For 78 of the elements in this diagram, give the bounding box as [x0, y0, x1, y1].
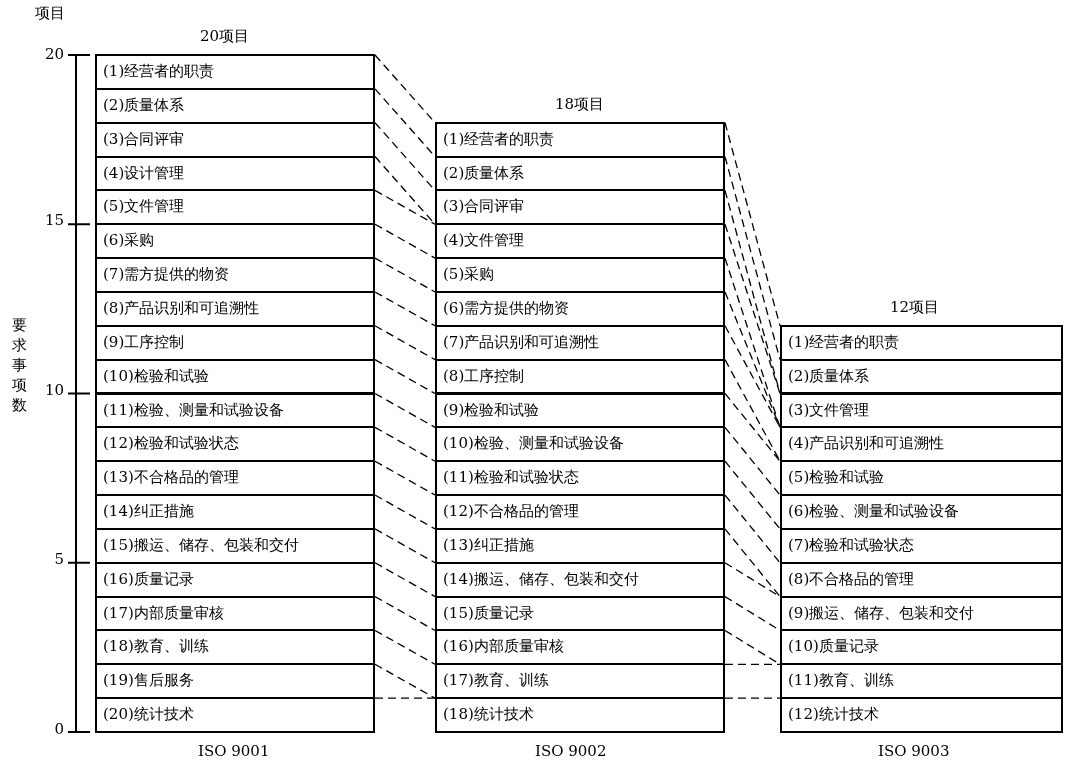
dashed-line — [374, 528, 436, 564]
item-box: (3)合同评审 — [435, 189, 725, 226]
dashed-line — [374, 223, 436, 259]
item-box: (14)搬运、储存、包装和交付 — [435, 561, 725, 598]
item-box: (2)质量体系 — [780, 358, 1063, 395]
tick-label: 0 — [53, 720, 64, 738]
tick-label: 10 — [43, 381, 64, 399]
dashed-line — [374, 325, 436, 361]
dashed-line — [374, 257, 436, 293]
tick-label: 15 — [43, 211, 64, 229]
item-box: (1)经营者的职责 — [435, 121, 725, 158]
tick-label: 5 — [53, 550, 64, 568]
item-box: (6)采购 — [95, 223, 375, 260]
item-box: (19)售后服务 — [95, 663, 375, 700]
dashed-line — [374, 629, 436, 665]
dashed-line — [374, 359, 436, 395]
dashed-line — [724, 494, 781, 564]
item-box: (1)经营者的职责 — [95, 54, 375, 90]
item-box: (9)工序控制 — [95, 324, 375, 361]
item-box: (5)检验和试验 — [780, 460, 1063, 497]
item-box: (15)搬运、储存、包装和交付 — [95, 527, 375, 564]
item-box: (7)需方提供的物资 — [95, 257, 375, 293]
axis-category: ISO 9002 — [535, 742, 607, 760]
item-box: (2)质量体系 — [95, 87, 375, 124]
column-heading: 12项目 — [890, 298, 940, 317]
item-box: (8)不合格品的管理 — [780, 561, 1063, 598]
dashed-line — [724, 392, 781, 462]
item-box: (12)不合格品的管理 — [435, 494, 725, 530]
item-box: (11)检验和试验状态 — [435, 460, 725, 497]
item-box: (12)统计技术 — [780, 697, 1063, 733]
dashed-line — [374, 291, 436, 327]
item-box: (18)教育、训练 — [95, 629, 375, 666]
item-box: (18)统计技术 — [435, 697, 725, 733]
item-box: (1)经营者的职责 — [780, 324, 1063, 361]
item-box: (10)检验和试验 — [95, 358, 375, 395]
dashed-line — [724, 663, 781, 665]
dashed-line — [724, 528, 781, 598]
item-box: (3)合同评审 — [95, 121, 375, 158]
dashed-line — [374, 663, 436, 699]
item-box: (12)检验和试验状态 — [95, 426, 375, 463]
item-box: (4)文件管理 — [435, 223, 725, 260]
item-box: (10)检验、测量和试验设备 — [435, 426, 725, 463]
axis-title: 项目 — [35, 4, 65, 23]
axis-title: 要求事项数 — [12, 315, 28, 415]
item-box: (6)检验、测量和试验设备 — [780, 494, 1063, 530]
item-box: (5)采购 — [435, 257, 725, 293]
item-box: (7)检验和试验状态 — [780, 527, 1063, 564]
dashed-line — [374, 697, 436, 699]
item-box: (13)不合格品的管理 — [95, 460, 375, 497]
item-box: (8)工序控制 — [435, 358, 725, 395]
dashed-line — [374, 595, 436, 632]
dashed-line — [724, 460, 781, 530]
item-box: (17)教育、训练 — [435, 663, 725, 700]
item-box: (20)统计技术 — [95, 697, 375, 733]
item-box: (6)需方提供的物资 — [435, 290, 725, 327]
item-box: (16)内部质量审核 — [435, 629, 725, 666]
item-box: (4)产品识别和可追溯性 — [780, 426, 1063, 463]
item-box: (5)文件管理 — [95, 189, 375, 226]
dashed-line — [374, 562, 436, 598]
item-box: (8)产品识别和可追溯性 — [95, 290, 375, 327]
dashed-line — [374, 392, 436, 428]
item-box: (7)产品识别和可追溯性 — [435, 324, 725, 361]
item-box: (13)纠正措施 — [435, 527, 725, 564]
dashed-line — [724, 697, 781, 699]
item-box: (14)纠正措施 — [95, 494, 375, 530]
dashed-line — [374, 460, 436, 496]
axis-category: ISO 9001 — [198, 742, 270, 760]
dashed-line — [374, 189, 436, 225]
dashed-line — [374, 494, 436, 530]
column-heading: 18项目 — [555, 95, 605, 114]
item-box: (16)质量记录 — [95, 561, 375, 598]
dashed-line — [374, 426, 436, 462]
item-box: (11)教育、训练 — [780, 663, 1063, 700]
item-box: (10)质量记录 — [780, 629, 1063, 666]
dashed-line — [724, 426, 781, 496]
axis-category: ISO 9003 — [878, 742, 950, 760]
column-heading: 20项目 — [200, 27, 250, 46]
tick-label: 20 — [43, 45, 64, 63]
